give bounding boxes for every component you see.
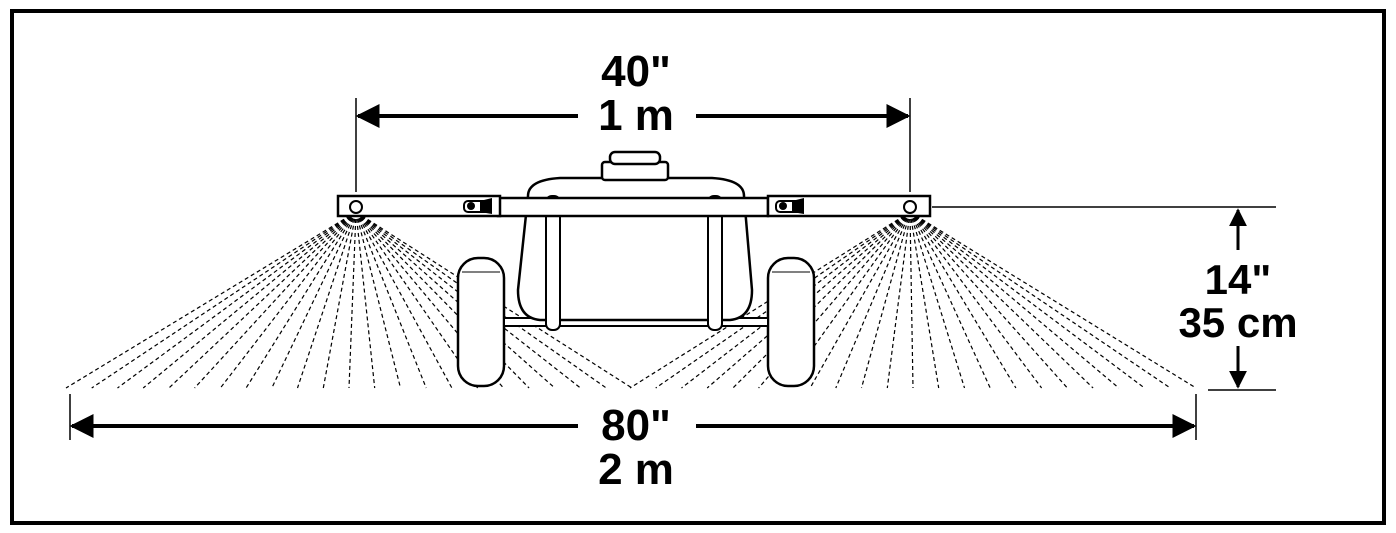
spray-line [91,211,357,389]
spray-line [860,211,911,389]
spray-line [681,211,911,389]
spray-line [322,211,357,389]
spray-line [355,211,607,389]
spray-line [355,211,427,389]
nozzle-height-imperial: 14" [1205,256,1272,303]
spray-line [355,211,453,389]
nozzle-spacing-imperial: 40" [601,47,671,96]
wheel-right [766,256,816,388]
spray-line [809,211,911,389]
boom [336,194,932,218]
spray-width-metric: 2 m [598,445,674,494]
spray-line [219,211,357,389]
spray-line [65,211,357,389]
spray-width-imperial: 80" [601,401,671,450]
tank [516,150,754,331]
spray-line [909,211,914,389]
spray-line [909,211,1094,389]
boom-clamp-right [775,198,804,214]
dimension-nozzle-height: 14" 35 cm [932,206,1298,391]
spray-line [909,211,1120,389]
spray-line [271,211,357,389]
spray-line [117,211,357,389]
spray-line [168,211,357,389]
boom-clamp-left [463,198,492,214]
nozzle-right [903,200,917,214]
spray-line [909,211,991,389]
boom-arm-left [336,194,502,218]
nozzle-height-metric: 35 cm [1178,299,1297,346]
wheel-left [456,256,506,388]
nozzle-spacing-metric: 1 m [598,91,674,140]
spray-line [355,211,556,389]
spray-line [194,211,357,389]
spray-pattern-left [65,211,633,389]
spray-line [348,211,357,389]
spray-line [758,211,911,389]
spray-line [909,211,966,389]
spray-line [296,211,357,389]
spray-line [909,211,1171,389]
spray-line [909,211,1068,389]
spray-line [629,211,911,389]
spray-line [783,211,911,389]
spray-line [886,211,911,389]
boom-arm-right [766,194,932,218]
spray-line [909,211,1043,389]
dimension-spray-width: 80" 2 m [69,394,1197,494]
spray-line [355,211,402,389]
nozzle-left [349,200,363,214]
spray-line [355,211,376,389]
spray-line [909,211,940,389]
spray-line [835,211,911,389]
dimension-nozzle-spacing: 40" 1 m [355,47,911,192]
spray-line [909,211,1017,389]
